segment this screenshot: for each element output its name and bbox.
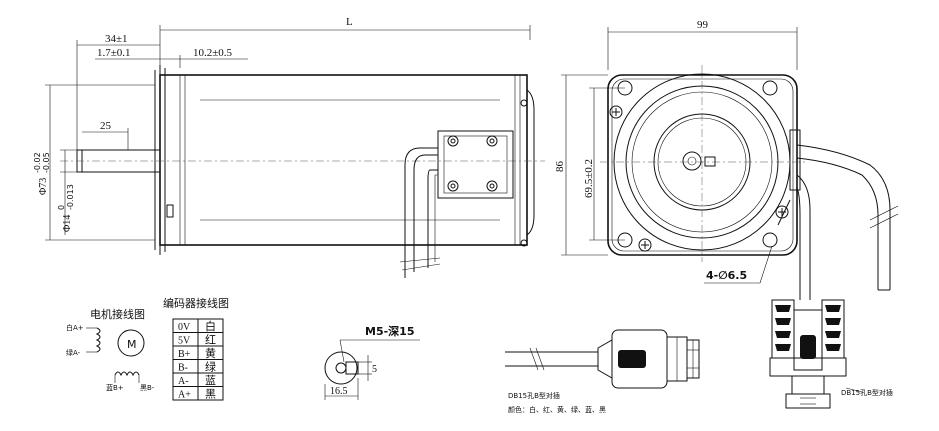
encoder-signal-6: A+ — [178, 390, 191, 401]
encoder-signal-3: B+ — [178, 349, 191, 360]
encoder-wiring-title: 编码器接线图 — [163, 296, 229, 310]
encoder-color-4: 绿 — [205, 360, 216, 374]
dim-flange-height: 86 — [554, 161, 566, 173]
dim-shaft-diameter: Φ14 0 -0.013 — [57, 184, 75, 232]
dim-flange-offset: 10.2±0.5 — [193, 47, 233, 59]
encoder-color-5: 蓝 — [205, 374, 216, 387]
svg-text:-0.02: -0.02 — [33, 152, 42, 173]
encoder-signal-5: A- — [178, 376, 189, 387]
svg-text:0: 0 — [57, 205, 66, 210]
encoder-color-2: 红 — [205, 334, 216, 347]
dim-key-length: 25 — [100, 120, 112, 132]
front-view: 99 86 69.5±0.2 — [554, 19, 899, 291]
encoder-signal-2: 5V — [178, 336, 191, 347]
dim-mounting-holes: 4-∅6.5 — [706, 269, 747, 282]
wire-b-minus: 黑B- — [140, 384, 155, 392]
connector-left-colors: 颜色：白、红、黄、绿、蓝、黑 — [508, 405, 606, 414]
encoder-color-3: 黄 — [205, 346, 216, 360]
db15-connector-right: DB15孔B型对插 — [769, 275, 893, 409]
encoder-signal-4: B- — [178, 363, 188, 374]
side-cable-bracket — [399, 130, 514, 278]
dim-overall-length: L — [346, 16, 353, 28]
encoder-signal-1: 0V — [178, 322, 191, 333]
screw-bottom — [638, 238, 652, 252]
wire-a-plus: 白A+ — [66, 323, 84, 332]
dim-key-height: 5 — [372, 364, 377, 375]
connector-right-label: DB15孔B型对插 — [841, 388, 893, 397]
svg-text:Φ14: Φ14 — [62, 215, 73, 232]
dim-flange-thickness: 1.7±0.1 — [97, 47, 131, 59]
svg-text:Φ73: Φ73 — [38, 178, 49, 195]
dim-shaft-extension: 34±1 — [105, 33, 128, 45]
dim-pilot-diameter: Φ73 -0.02 -0.05 — [33, 152, 51, 195]
encoder-color-6: 黑 — [205, 388, 216, 401]
dim-key-depth: 16.5 — [330, 386, 348, 397]
connector-left-label: DB15孔B型对插 — [508, 391, 560, 400]
screw-top-left — [609, 105, 623, 119]
encoder-wiring-table: 编码器接线图 0V 白 5V 红 B+ 黄 B- 绿 A- 蓝 A+ 黑 — [163, 296, 229, 401]
wire-a-minus: 绿A- — [66, 348, 81, 357]
side-view: L 34±1 1.7±0.1 10.2±0.5 25 — [33, 16, 545, 278]
front-cable — [777, 129, 899, 291]
wire-b-plus: 蓝B+ — [106, 383, 124, 392]
svg-text:-0.013: -0.013 — [66, 184, 75, 210]
shaft-end-detail: M5-深15 5 16.5 — [324, 324, 420, 400]
dim-tapped-hole: M5-深15 — [365, 324, 414, 338]
motor-symbol: M — [127, 338, 137, 351]
db15-connector-left: DB15孔B型对插 颜色：白、红、黄、绿、蓝、黑 — [505, 329, 700, 414]
motor-wiring-title: 电机接线图 — [90, 307, 145, 321]
dim-bolt-pitch: 69.5±0.2 — [583, 159, 595, 198]
encoder-color-1: 白 — [205, 319, 216, 333]
motor-wiring-diagram: 电机接线图 M 白A+ 绿A- 蓝B+ 黑B- — [66, 307, 155, 392]
svg-text:-0.05: -0.05 — [42, 152, 51, 173]
dim-flange-width: 99 — [697, 19, 709, 31]
